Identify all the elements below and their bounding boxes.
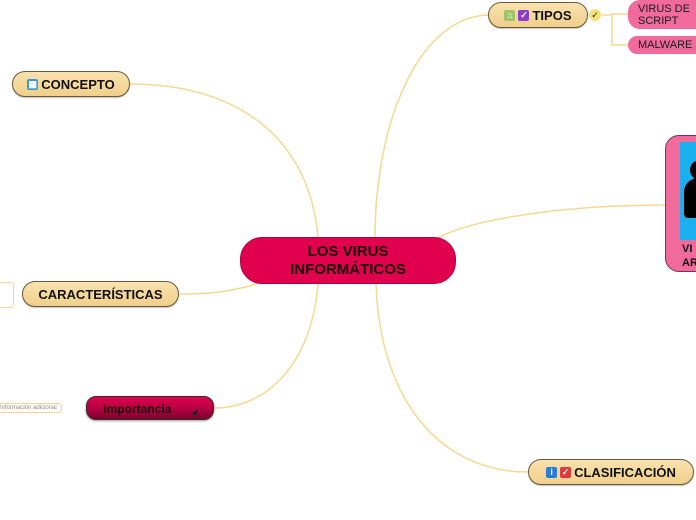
topic-concepto-label: CONCEPTO: [41, 77, 114, 92]
importancia-note: Información adicional: [0, 403, 62, 413]
check-circle-icon: ✓: [589, 9, 601, 21]
connector-malware: [612, 15, 628, 45]
central-topic-line1: LOS VIRUS: [308, 243, 389, 261]
topic-clasificacion[interactable]: i ✓ CLASIFICACIÓN: [528, 459, 694, 485]
connector-virus-script: [602, 14, 628, 15]
central-topic[interactable]: LOS VIRUS INFORMÁTICOS: [240, 237, 456, 284]
topic-concepto[interactable]: ▦ CONCEPTO: [12, 71, 130, 97]
topic-caracteristicas[interactable]: CARACTERÍSTICAS: [22, 281, 179, 307]
resize-corner-icon: ◢: [191, 408, 196, 416]
subtopic-virus-script-line2: SCRIPT: [638, 15, 678, 27]
hacker-body: [684, 178, 696, 218]
topic-importancia-label: importancia: [103, 402, 171, 416]
topic-tipos[interactable]: ⌂ ✓ TIPOS: [488, 2, 588, 28]
topic-tipos-label: TIPOS: [532, 8, 571, 23]
subtopic-malware[interactable]: MALWARE: [628, 36, 696, 54]
image-topic-node[interactable]: VI AR: [665, 135, 696, 272]
importancia-note-text: Información adicional: [0, 405, 57, 411]
hacker-head: [690, 160, 696, 180]
connector-concepto: [130, 84, 318, 238]
topic-clasificacion-label: CLASIFICACIÓN: [574, 465, 676, 480]
map-icon: ▦: [27, 79, 38, 90]
hacker-image: [680, 142, 696, 240]
connector-tipos: [375, 15, 490, 238]
check-box-icon: ✓: [518, 10, 529, 21]
subtopic-virus-script[interactable]: VIRUS DE SCRIPT: [628, 0, 696, 29]
subtopic-virus-script-line1: VIRUS DE: [638, 3, 690, 15]
caracteristicas-detail-bracket: [0, 282, 14, 308]
image-topic-caption-line1: VI: [682, 242, 696, 256]
connector-clasificacion: [376, 284, 528, 472]
image-topic-caption: VI AR: [682, 242, 696, 270]
central-topic-line2: INFORMÁTICOS: [290, 261, 406, 279]
house-icon: ⌂: [504, 10, 515, 21]
check-box-icon: ✓: [560, 467, 571, 478]
connector-image: [438, 205, 666, 238]
topic-caracteristicas-label: CARACTERÍSTICAS: [38, 287, 162, 302]
topic-importancia[interactable]: importancia ◢: [86, 396, 214, 420]
info-icon: i: [546, 467, 557, 478]
image-topic-caption-line2: AR: [682, 256, 696, 270]
connector-caracteristicas: [180, 283, 260, 294]
subtopic-malware-label: MALWARE: [638, 39, 692, 51]
connector-importancia: [214, 284, 318, 408]
